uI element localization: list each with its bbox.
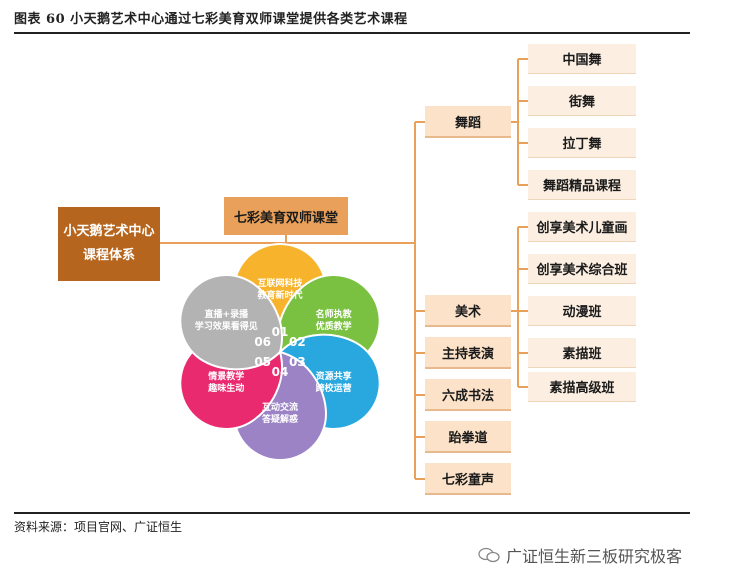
category-art: 美术 xyxy=(425,295,511,327)
category-dance: 舞蹈 xyxy=(425,106,511,138)
category-taekwondo: 跆拳道 xyxy=(425,421,511,453)
category-children-choir: 七彩童声 xyxy=(425,463,511,495)
leaf-art-combo: 创享美术综合班 xyxy=(528,254,636,284)
petal-number-04: 04 xyxy=(272,365,289,379)
leaf-sketch-advanced: 素描高级班 xyxy=(528,372,636,402)
petal-title-02: 名师执教 xyxy=(316,308,353,320)
petal-06 xyxy=(179,274,283,371)
petal-subtitle-05: 趣味生动 xyxy=(207,382,244,394)
bottom-rule xyxy=(14,512,690,514)
root-label-line2: 课程体系 xyxy=(82,248,135,263)
petal-number-05: 05 xyxy=(254,355,271,369)
watermark: 广证恒生新三板研究极客 xyxy=(478,543,682,567)
petal-number-01: 01 xyxy=(272,325,289,339)
root-label-line1: 小天鹅艺术中心 xyxy=(63,224,155,240)
petal-title-05: 情景教学 xyxy=(207,370,244,382)
leaf-chinese-dance: 中国舞 xyxy=(528,44,636,74)
petal-subtitle-06: 学习效果看得见 xyxy=(195,320,258,332)
leaf-street-dance: 街舞 xyxy=(528,86,636,116)
petal-title-03: 资源共享 xyxy=(316,370,352,382)
petal-subtitle-03: 跨校运营 xyxy=(316,382,352,394)
figure-title: 图表 60 小天鹅艺术中心通过七彩美育双师课堂提供各类艺术课程 xyxy=(14,12,408,27)
leaf-latin-dance: 拉丁舞 xyxy=(528,128,636,158)
petal-title-04: 互动交流 xyxy=(262,401,298,413)
category-hosting: 主持表演 xyxy=(425,337,511,369)
leaf-sketch: 素描班 xyxy=(528,338,636,368)
petal-subtitle-02: 优质教学 xyxy=(316,320,352,332)
leaf-kids-drawing: 创享美术儿童画 xyxy=(528,212,636,242)
petal-title-06: 直播+录播 xyxy=(205,308,250,320)
top-rule xyxy=(14,32,690,34)
petal-number-02: 02 xyxy=(289,335,306,349)
root-node: 小天鹅艺术中心 课程体系 xyxy=(58,207,160,281)
leaf-animation: 动漫班 xyxy=(528,296,636,326)
petal-number-03: 03 xyxy=(289,355,306,369)
leaf-dance-premium: 舞蹈精品课程 xyxy=(528,170,636,200)
petal-subtitle-01: 教育新时代 xyxy=(256,289,302,301)
watermark-text: 广证恒生新三板研究极客 xyxy=(506,547,683,566)
petal-subtitle-04: 答疑解惑 xyxy=(261,413,298,425)
petal-number-06: 06 xyxy=(254,335,271,349)
petal-title-01: 互联网科技 xyxy=(257,277,303,289)
source-note: 资料来源：项目官网、广证恒生 xyxy=(14,520,183,534)
category-calligraphy: 六成书法 xyxy=(425,379,511,411)
center-node: 七彩美育双师课堂 xyxy=(224,197,348,235)
wechat-icon xyxy=(478,547,500,563)
